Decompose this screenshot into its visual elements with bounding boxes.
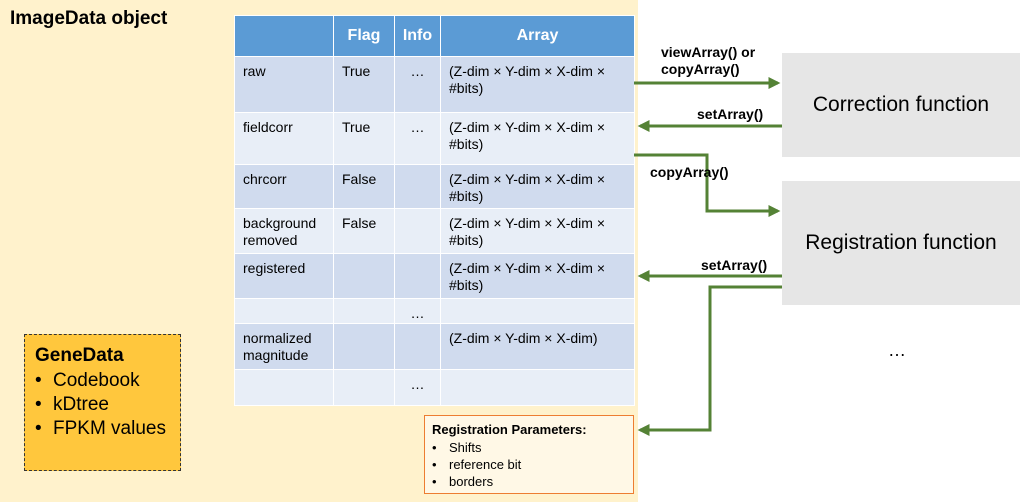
row-name: normalized magnitude [234,323,334,370]
row-array: (Z-dim × Y-dim × X-dim × #bits) [440,253,635,299]
row-flag [333,323,395,370]
table-row: normalized magnitude (Z-dim × Y-dim × X-… [234,323,635,370]
registration-parameter-item: borders [432,473,633,490]
row-flag: False [333,208,395,254]
row-name: registered [234,253,334,299]
table-row: … [234,298,635,324]
registration-parameters-box: Registration Parameters: Shifts referenc… [424,415,634,494]
row-flag: False [333,164,395,209]
registration-parameters-list: Shifts reference bit borders [432,439,633,490]
arrow-registration-parameters [637,285,782,436]
row-info [394,164,441,209]
row-array: (Z-dim × Y-dim × X-dim × #bits) [440,208,635,254]
table-row: raw True … (Z-dim × Y-dim × X-dim × #bit… [234,56,635,113]
view-array-label-line2: copyArray() [661,61,740,77]
row-array: (Z-dim × Y-dim × X-dim × #bits) [440,112,635,165]
imagedata-table: Flag Info Array raw True … (Z-dim × Y-di… [234,15,635,406]
table-row: … [234,369,635,406]
genedata-item: Codebook [35,369,180,393]
row-flag [333,253,395,299]
table-header-row: Flag Info Array [234,15,635,57]
row-flag: True [333,56,395,113]
row-info [394,208,441,254]
correction-function-label: Correction function [812,93,990,116]
correction-function-box: Correction function [782,53,1020,157]
table-row: registered (Z-dim × Y-dim × X-dim × #bit… [234,253,635,299]
row-flag [333,369,395,406]
row-array: (Z-dim × Y-dim × X-dim × #bits) [440,56,635,113]
row-array: (Z-dim × Y-dim × X-dim) [440,323,635,370]
table-row: background removed False (Z-dim × Y-dim … [234,208,635,254]
set-array-label-2: setArray() [701,257,768,273]
genedata-list: Codebook kDtree FPKM values [35,369,180,441]
genedata-title: GeneData [35,345,124,366]
row-info: … [394,56,441,113]
registration-function-label: Registration function [805,231,997,254]
registration-parameter-item: Shifts [432,439,633,456]
registration-function-box: Registration function [782,181,1020,305]
row-array [440,369,635,406]
more-functions-ellipsis: … [888,340,906,360]
arrow-copy-array [634,153,781,217]
header-flag: Flag [333,15,395,57]
panel-title: ImageData object [10,8,168,29]
genedata-box: GeneData Codebook kDtree FPKM values [24,334,181,471]
row-info [394,323,441,370]
row-name: chrcorr [234,164,334,209]
row-flag [333,298,395,324]
row-info [394,253,441,299]
copy-array-label: copyArray() [650,164,729,180]
header-name [234,15,334,57]
genedata-item: kDtree [35,393,180,417]
row-name: background removed [234,208,334,254]
row-info: … [394,112,441,165]
row-name: raw [234,56,334,113]
row-name [234,298,334,324]
table-row: fieldcorr True … (Z-dim × Y-dim × X-dim … [234,112,635,165]
row-flag: True [333,112,395,165]
header-array: Array [440,15,635,57]
registration-parameter-item: reference bit [432,456,633,473]
view-copy-array-label: viewArray() or copyArray() [661,44,755,78]
row-name [234,369,334,406]
view-array-label-line1: viewArray() or [661,44,756,60]
row-info: … [394,369,441,406]
set-array-label-1: setArray() [697,106,764,122]
row-name: fieldcorr [234,112,334,165]
registration-parameters-title: Registration Parameters: [432,422,587,437]
genedata-item: FPKM values [35,417,180,441]
